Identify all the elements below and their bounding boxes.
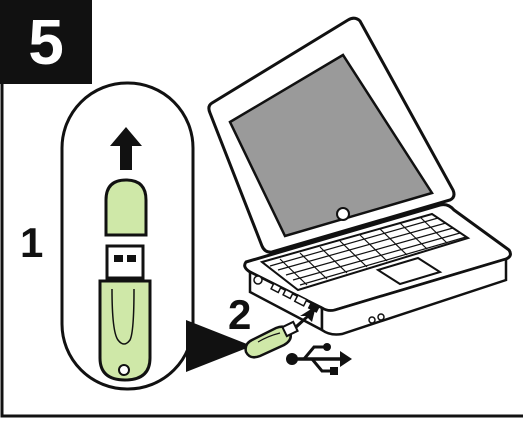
power-button [337, 208, 349, 220]
usb-symbol-icon [286, 343, 352, 375]
step-label-one: 1 [20, 222, 43, 264]
drive-cap [106, 180, 146, 235]
side-led [254, 276, 262, 284]
step-number: 5 [0, 2, 92, 82]
drive-body [100, 281, 150, 380]
laptop [209, 18, 511, 334]
step-badge: 5 [0, 0, 92, 84]
usb-drive-small [246, 322, 298, 357]
usb-connector [107, 246, 143, 278]
step-label-two: 2 [228, 294, 251, 336]
